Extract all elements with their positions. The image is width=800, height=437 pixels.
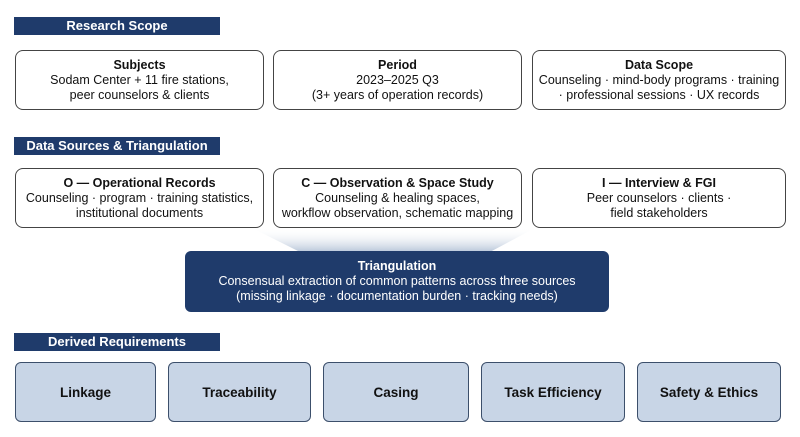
triangulation-box: Triangulation Consensual extraction of c…: [185, 251, 609, 312]
source-box-title: C — Observation & Space Study: [301, 175, 494, 190]
scope-box-title: Data Scope: [624, 57, 694, 72]
source-box-line: field stakeholders: [610, 205, 708, 220]
source-box-title: I — Interview & FGI: [602, 175, 716, 190]
scope-box-line: (3+ years of operation records): [311, 87, 484, 102]
scope-box-line: · professional sessions · UX records: [558, 87, 760, 102]
scope-box-title: Period: [378, 57, 417, 72]
scope-box-period: Period 2023–2025 Q3 (3+ years of operati…: [273, 50, 522, 110]
source-box-line: institutional documents: [75, 205, 204, 220]
source-box-line: Peer counselors · clients ·: [586, 190, 732, 205]
requirement-casing: Casing: [323, 362, 469, 422]
triangulation-line: Consensual extraction of common patterns…: [218, 274, 576, 288]
source-box-title: O — Operational Records: [63, 175, 216, 190]
scope-box-line: 2023–2025 Q3: [356, 72, 439, 87]
source-box-line: Counseling · program · training statisti…: [25, 190, 254, 205]
requirement-task-efficiency: Task Efficiency: [481, 362, 625, 422]
source-box-interview: I — Interview & FGI Peer counselors · cl…: [532, 168, 786, 228]
scope-box-subjects: Subjects Sodam Center + 11 fire stations…: [15, 50, 264, 110]
scope-box-line: peer counselors & clients: [69, 87, 210, 102]
source-box-operational-records: O — Operational Records Counseling · pro…: [15, 168, 264, 228]
source-box-line: Counseling & healing spaces,: [315, 190, 480, 205]
scope-box-data-scope: Data Scope Counseling · mind-body progra…: [532, 50, 786, 110]
section-header-derived-requirements: Derived Requirements: [14, 333, 220, 351]
scope-box-line: Counseling · mind-body programs · traini…: [538, 72, 780, 87]
triangulation-title: Triangulation: [357, 259, 437, 273]
source-box-line: workflow observation, schematic mapping: [281, 205, 514, 220]
scope-box-line: Sodam Center + 11 fire stations,: [50, 72, 229, 87]
requirement-traceability: Traceability: [168, 362, 311, 422]
requirement-safety-ethics: Safety & Ethics: [637, 362, 781, 422]
scope-box-title: Subjects: [113, 57, 166, 72]
triangulation-line: (missing linkage · documentation burden …: [236, 289, 558, 303]
requirement-linkage: Linkage: [15, 362, 156, 422]
section-header-research-scope: Research Scope: [14, 17, 220, 35]
section-header-data-sources: Data Sources & Triangulation: [14, 137, 220, 155]
source-box-observation: C — Observation & Space Study Counseling…: [273, 168, 522, 228]
